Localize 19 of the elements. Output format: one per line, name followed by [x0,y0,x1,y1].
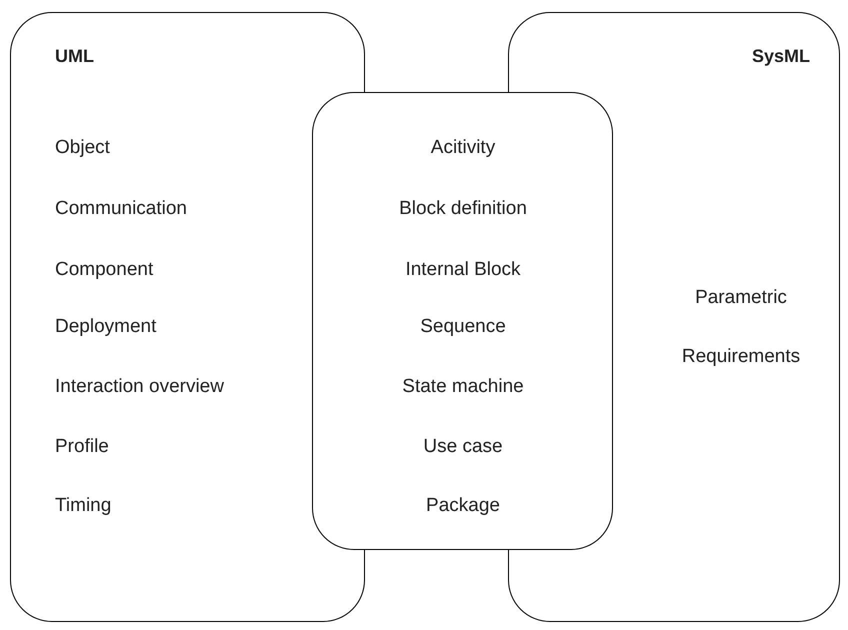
diagram-type-label: State machine [402,376,524,398]
diagram-type-label: Requirements [682,346,800,368]
diagram-type-label: Sequence [420,316,506,338]
diagram-type-label: Deployment [55,316,156,338]
group-heading: UML [55,45,94,67]
group-heading: SysML [752,45,810,67]
diagram-type-label: Communication [55,198,187,220]
diagram-type-label: Parametric [695,287,787,309]
diagram-type-label: Acitivity [430,137,496,159]
diagram-type-label: Block definition [399,198,527,220]
diagram-type-label: Profile [55,436,109,458]
diagram-type-label: Component [55,259,154,281]
diagram-type-label: Timing [55,495,112,517]
diagram-type-label: Object [55,137,110,159]
diagram-type-label: Package [426,495,500,517]
rounded-box [312,92,613,550]
diagram-type-label: Use case [423,436,503,458]
diagram-type-label: Interaction overview [55,376,224,398]
diagram-type-label: Internal Block [405,259,521,281]
